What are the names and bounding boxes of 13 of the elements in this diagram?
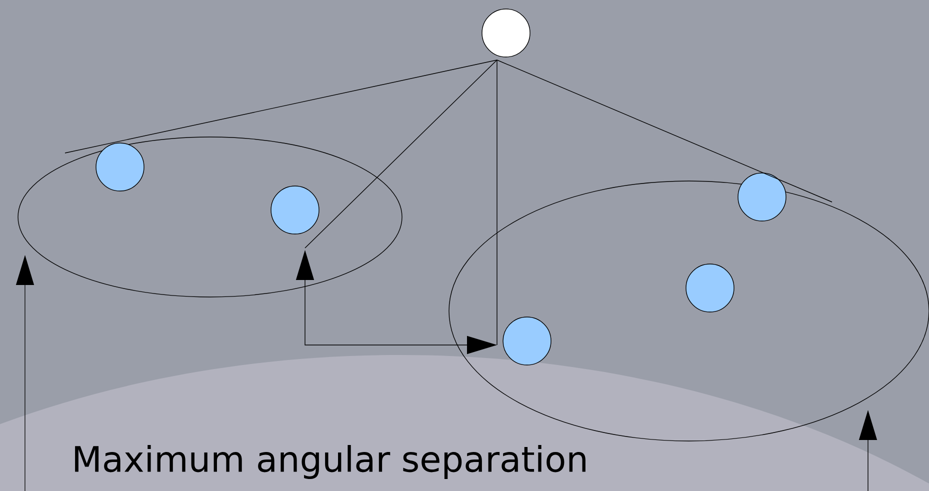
circle-node	[738, 172, 786, 222]
circle-node	[96, 142, 144, 192]
cluster-ellipse	[448, 180, 929, 442]
circle-node	[482, 8, 530, 58]
circle-node	[686, 264, 734, 312]
ray-line	[304, 60, 498, 248]
ray-line	[496, 60, 498, 346]
ray-line	[64, 60, 498, 154]
ray-line	[496, 60, 832, 202]
caption-text: Maximum angular separation	[75, 445, 586, 479]
circle-node	[270, 186, 320, 234]
cluster-ellipse	[18, 136, 402, 298]
circle-node	[502, 316, 552, 366]
